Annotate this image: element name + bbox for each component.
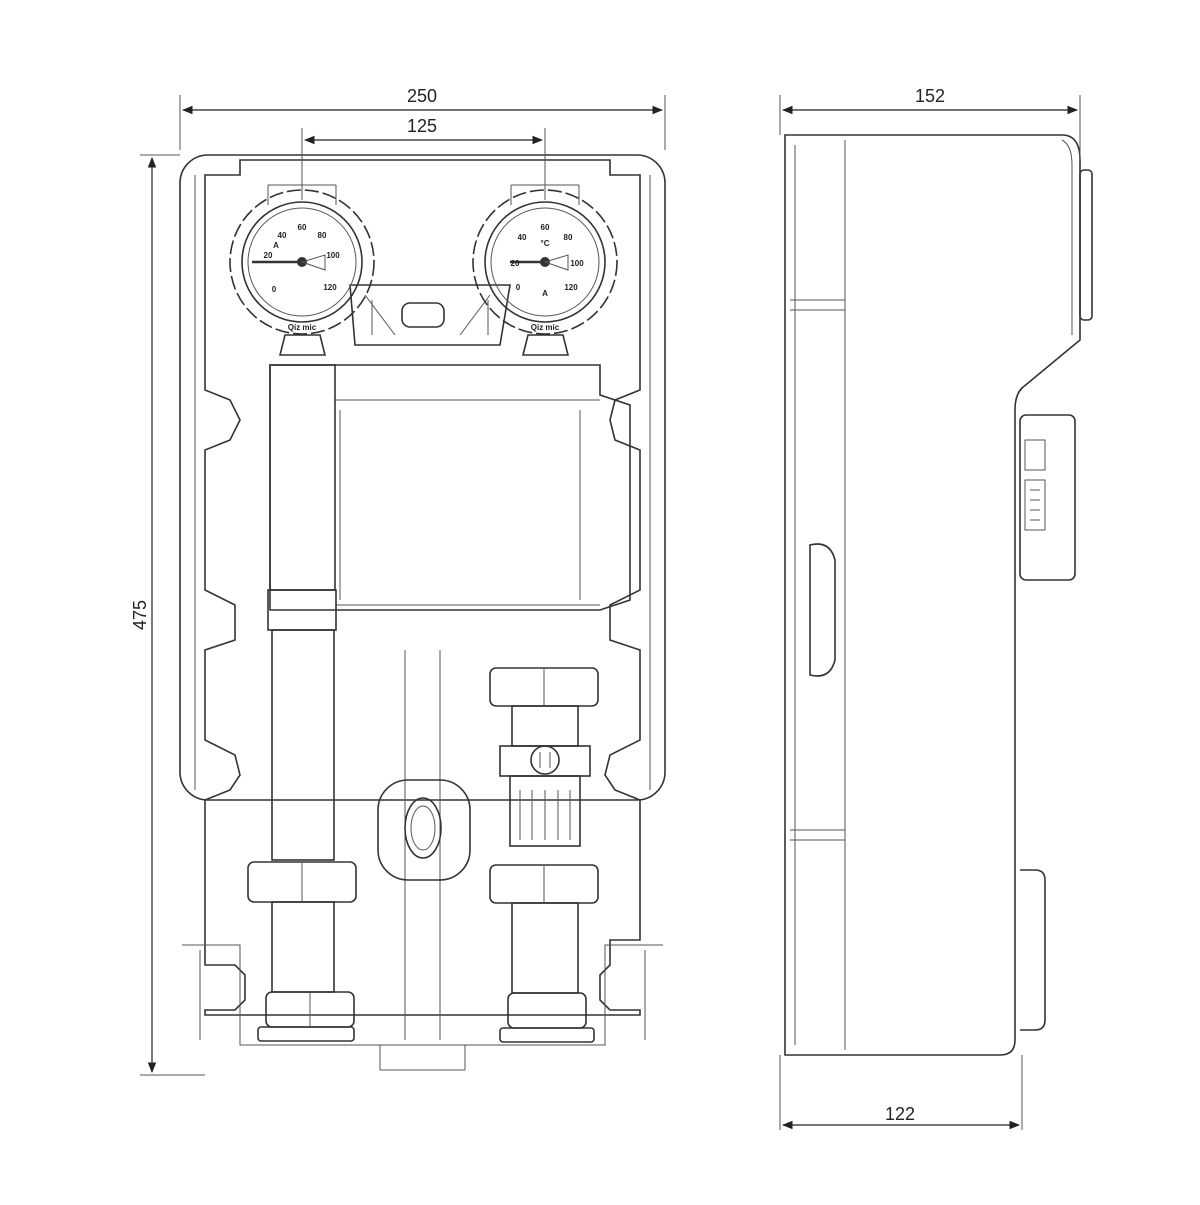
side-front-panel: [1061, 139, 1073, 335]
gauge-right-tick-100: 100: [570, 259, 584, 268]
gauge-left: 0 20 40 60 80 100 120 A Qiz mic: [229, 184, 375, 356]
dimension-center-spacing: 125: [301, 116, 546, 200]
side-bottom-boss: [1020, 869, 1046, 1031]
gauge-left-footer: Qiz mic: [288, 323, 317, 332]
gauge-left-marker: A: [273, 241, 279, 250]
front-view: 0 20 40 60 80 100 120 A Qiz mic 0 20 40 …: [179, 154, 666, 1071]
gauge-right-marker: A: [542, 289, 548, 298]
gauge-right-tick-120: 120: [564, 283, 578, 292]
gauge-left-tick-0: 0: [272, 285, 277, 294]
gauge-right-tick-40: 40: [518, 233, 527, 242]
gauge-right-tick-80: 80: [564, 233, 573, 242]
gauge-right-tick-60: 60: [541, 223, 550, 232]
dim-label-125: 125: [407, 116, 437, 136]
dimension-width-total: 250: [179, 86, 666, 150]
top-bridge: [349, 284, 511, 346]
bottom-channel-inner: [199, 950, 646, 1040]
gauge-left-tick-60: 60: [298, 223, 307, 232]
gauge-left-tick-40: 40: [278, 231, 287, 240]
bottom-channel: [182, 944, 663, 1046]
bottom-notches: [379, 1045, 466, 1071]
center-divider: [377, 650, 471, 1040]
side-top-boss: [1079, 169, 1093, 321]
gauge-left-tick-80: 80: [318, 231, 327, 240]
left-pipe: [247, 364, 357, 1042]
side-view: [784, 134, 1093, 1056]
housing-outline: [179, 154, 666, 801]
dim-label-250: 250: [407, 86, 437, 106]
gauge-left-stem: [278, 334, 327, 356]
gauge-right-footer: Qiz mic: [531, 323, 560, 332]
dimension-depth-total: 152: [779, 86, 1081, 160]
dim-label-152: 152: [915, 86, 945, 106]
side-handle-recess: [809, 543, 836, 677]
gauge-right: 0 20 40 60 80 100 120 °C A Qiz mic: [472, 184, 618, 356]
gauge-right-stem: [521, 334, 570, 356]
gauge-left-tick-100: 100: [326, 251, 340, 260]
dimension-height-total: 475: [130, 154, 205, 1076]
gauge-left-tick-120: 120: [323, 283, 337, 292]
gauge-right-tick-20: 20: [511, 259, 520, 268]
gauge-right-unit: °C: [541, 239, 550, 248]
side-housing-outline: [784, 134, 1081, 1056]
pump-housing: [269, 364, 631, 611]
dim-label-475: 475: [130, 600, 150, 630]
dimension-depth-base: 122: [779, 1055, 1023, 1130]
gauge-left-tick-20: 20: [264, 251, 273, 260]
dim-label-122: 122: [885, 1104, 915, 1124]
gauge-right-tick-0: 0: [516, 283, 521, 292]
right-pipe: [489, 667, 599, 1043]
side-thermostat-module: [1019, 414, 1076, 581]
